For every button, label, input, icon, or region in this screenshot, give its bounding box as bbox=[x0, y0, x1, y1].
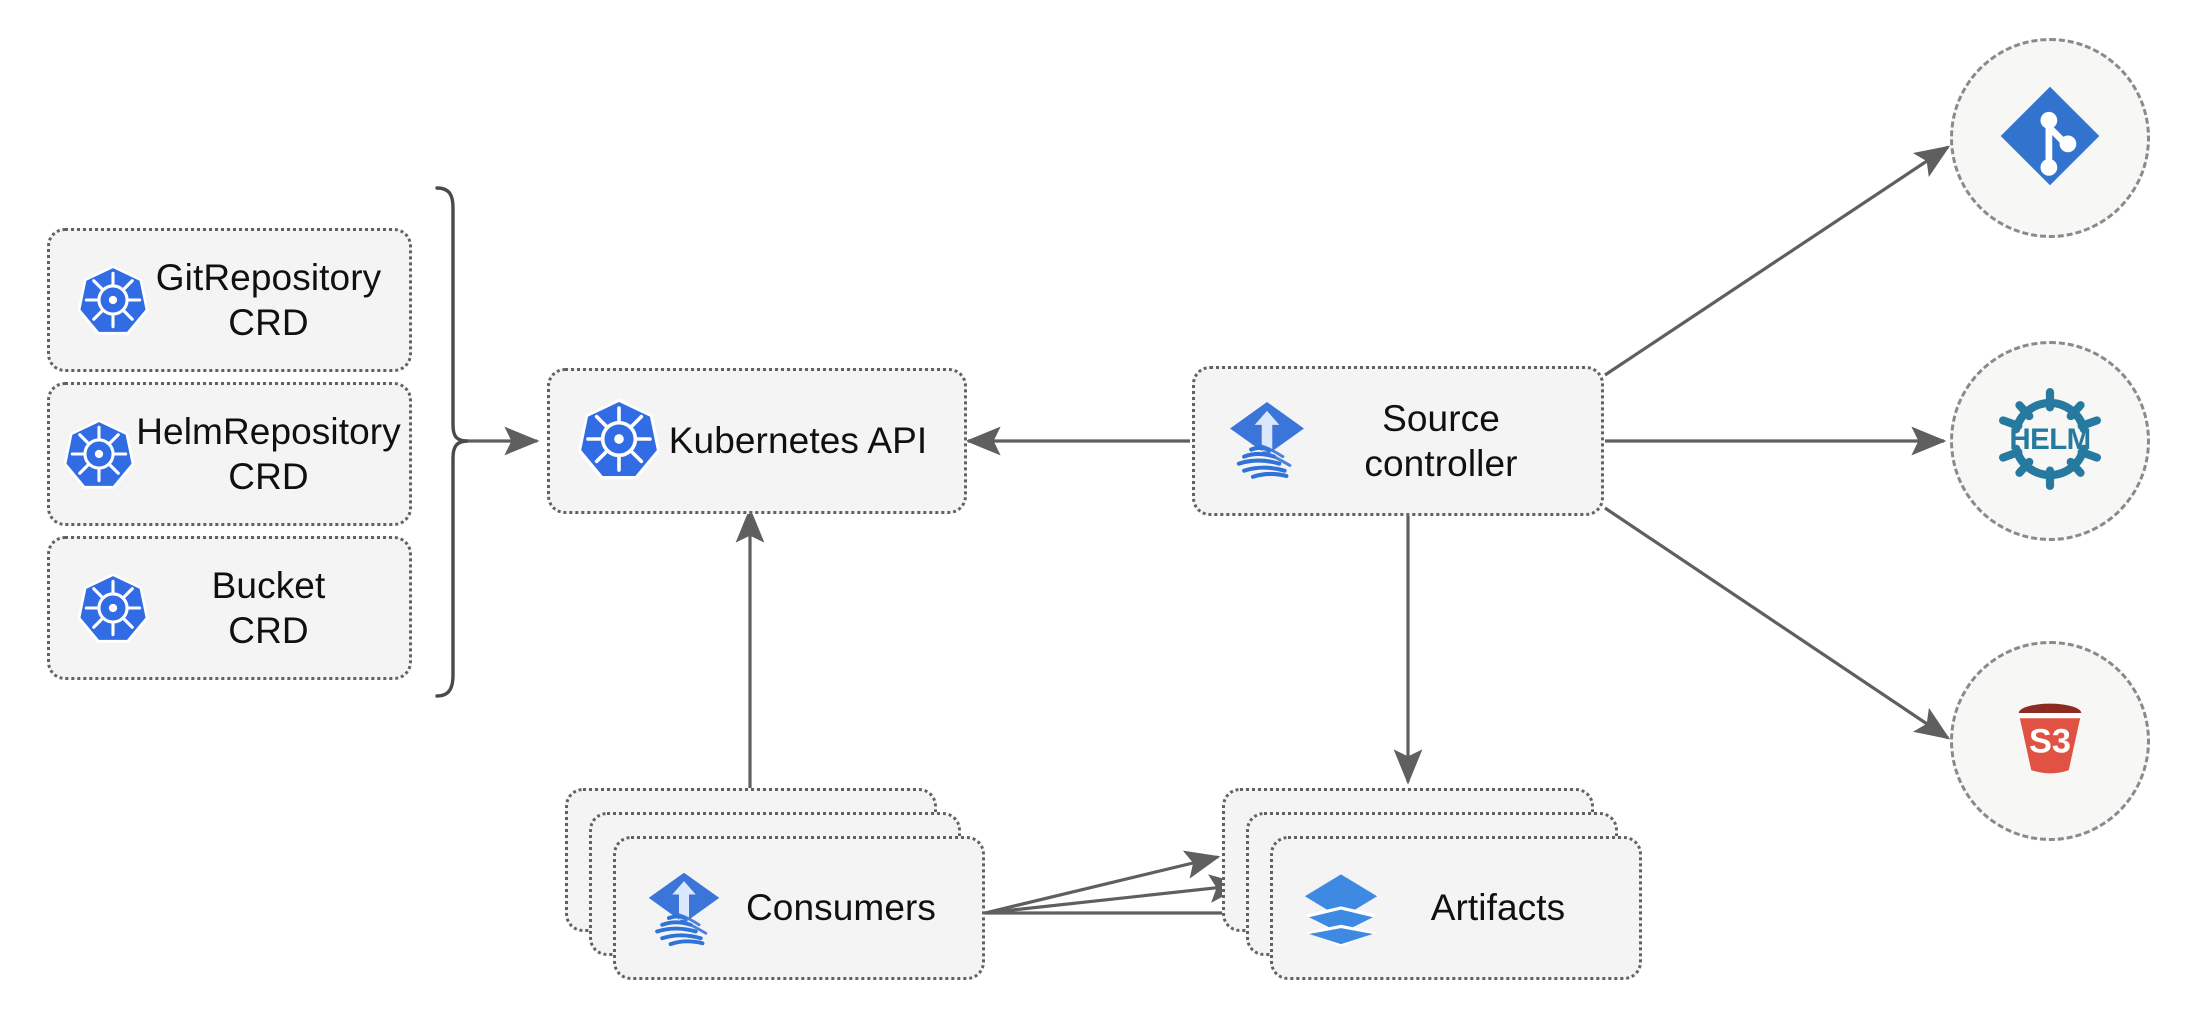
crd-group-bracket bbox=[435, 186, 469, 698]
source-controller-node[interactable]: Source controller bbox=[1192, 366, 1604, 516]
consumers-layer-front[interactable]: Consumers bbox=[613, 836, 985, 980]
kubernetes-icon bbox=[62, 417, 136, 491]
edge-consumers-to-artifacts-1 bbox=[984, 850, 1221, 915]
svg-text:S3: S3 bbox=[2029, 722, 2071, 760]
kubernetes-api-label: Kubernetes API bbox=[668, 420, 928, 462]
kubernetes-icon bbox=[76, 263, 150, 337]
crd-label: HelmRepository CRD bbox=[136, 410, 401, 497]
artifacts-stack[interactable]: Artifacts bbox=[1222, 788, 1642, 980]
source-circle-git[interactable] bbox=[1950, 38, 2150, 238]
git-icon bbox=[1994, 80, 2106, 197]
svg-text:HELM: HELM bbox=[2009, 422, 2090, 455]
crd-box-bucket[interactable]: Bucket CRD bbox=[47, 536, 412, 680]
kubernetes-api-node[interactable]: Kubernetes API bbox=[547, 368, 967, 514]
artifacts-label: Artifacts bbox=[1430, 887, 1566, 929]
edge-source-controller-to-git bbox=[1604, 145, 1951, 377]
source-circle-s3[interactable]: S3 bbox=[1950, 641, 2150, 841]
edge-consumers-to-artifacts-2 bbox=[984, 874, 1245, 915]
edge-source-controller-to-s3 bbox=[1604, 506, 1951, 740]
crd-box-gitrepository[interactable]: GitRepository CRD bbox=[47, 228, 412, 372]
consumers-label: Consumers bbox=[745, 887, 937, 929]
source-controller-label: Source controller bbox=[1364, 397, 1518, 484]
layers-icon bbox=[1299, 866, 1383, 950]
consumers-stack[interactable]: Consumers bbox=[565, 788, 985, 980]
flux-icon bbox=[1223, 395, 1311, 488]
helm-icon: HELM bbox=[1990, 379, 2110, 504]
artifacts-layer-front[interactable]: Artifacts bbox=[1270, 836, 1642, 980]
crd-label: GitRepository CRD bbox=[155, 256, 382, 343]
crd-label: Bucket CRD bbox=[211, 564, 326, 651]
source-circle-helm[interactable]: HELM bbox=[1950, 341, 2150, 541]
kubernetes-icon bbox=[576, 396, 662, 487]
flux-icon bbox=[642, 866, 726, 950]
kubernetes-icon bbox=[76, 571, 150, 645]
s3-bucket-icon: S3 bbox=[1998, 687, 2102, 796]
crd-box-helmrepository[interactable]: HelmRepository CRD bbox=[47, 382, 412, 526]
